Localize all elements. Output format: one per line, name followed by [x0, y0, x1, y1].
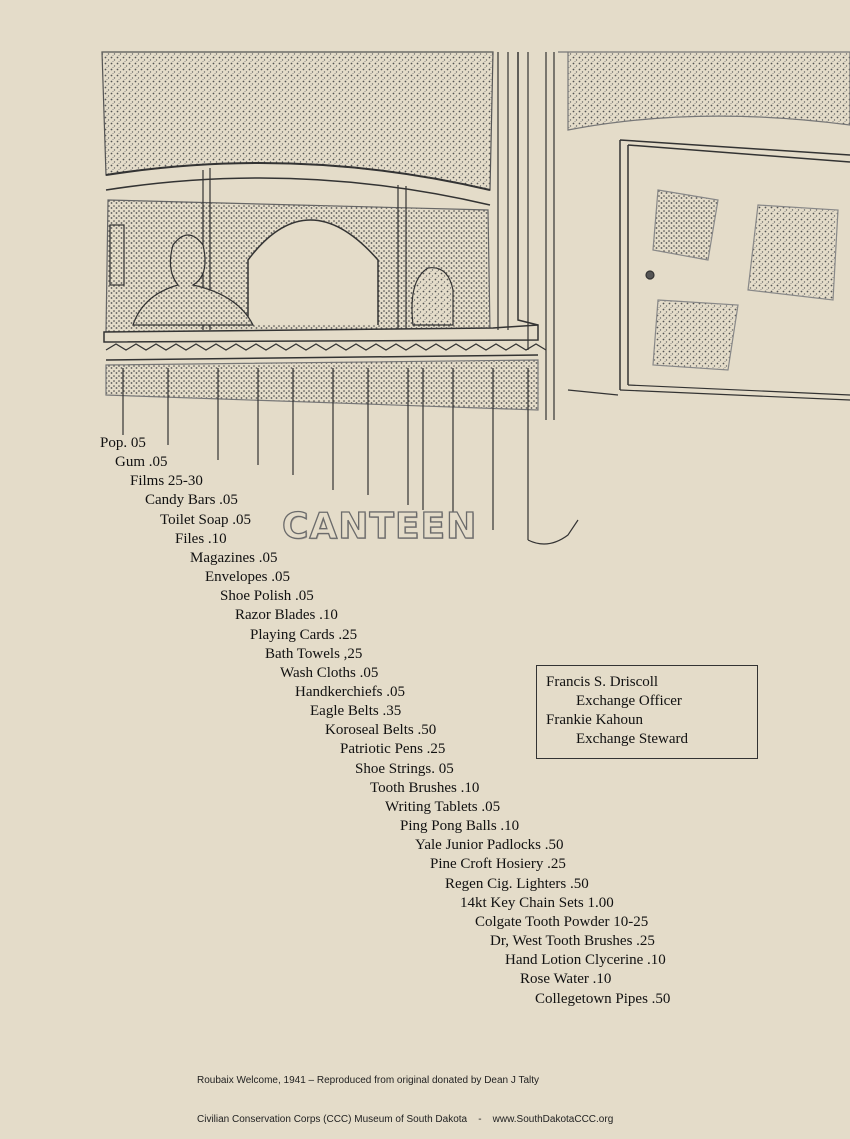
list-item: Regen Cig. Lighters .50 — [445, 876, 589, 892]
list-item: Ping Pong Balls .10 — [400, 818, 520, 834]
list-item: Razor Blades .10 — [235, 607, 338, 623]
footer-credit: Roubaix Welcome, 1941 – Reproduced from … — [197, 1048, 613, 1139]
footer-line-1: Roubaix Welcome, 1941 – Reproduced from … — [197, 1075, 540, 1086]
list-item: Wash Cloths .05 — [280, 665, 379, 681]
list-item: Eagle Belts .35 — [310, 703, 402, 719]
list-item: Shoe Polish .05 — [220, 588, 314, 604]
list-item: Files .10 — [175, 531, 227, 547]
steward-name: Frankie Kahoun — [546, 712, 644, 728]
list-item: Koroseal Belts .50 — [325, 722, 437, 738]
list-item: Patriotic Pens .25 — [340, 741, 446, 757]
list-item: Tooth Brushes .10 — [370, 780, 480, 796]
steward-title: Exchange Steward — [576, 731, 689, 747]
footer-line-2: Civilian Conservation Corps (CCC) Museum… — [197, 1114, 614, 1125]
list-item: Gum .05 — [115, 454, 168, 470]
list-item: Films 25-30 — [130, 473, 203, 489]
list-item: Colgate Tooth Powder 10-25 — [475, 914, 649, 930]
list-item: Pine Croft Hosiery .25 — [430, 856, 566, 872]
list-item: Bath Towels ,25 — [265, 646, 363, 662]
list-item: Yale Junior Padlocks .50 — [415, 837, 564, 853]
list-item: Candy Bars .05 — [145, 492, 238, 508]
officer-title: Exchange Officer — [576, 693, 682, 709]
list-item: Writing Tablets .05 — [385, 799, 501, 815]
canteen-illustration: CANTEEN — [98, 50, 850, 560]
list-item: Pop. 05 — [100, 435, 146, 451]
list-item: Toilet Soap .05 — [160, 512, 252, 528]
list-item: Handkerchiefs .05 — [295, 684, 405, 700]
list-item: Hand Lotion Clycerine .10 — [505, 952, 666, 968]
list-item: 14kt Key Chain Sets 1.00 — [460, 895, 614, 911]
officers-box: Francis S. Driscoll Exchange Officer Fra… — [536, 665, 758, 759]
list-item: Shoe Strings. 05 — [355, 761, 454, 777]
list-item: Dr, West Tooth Brushes .25 — [490, 933, 655, 949]
list-item: Magazines .05 — [190, 550, 278, 566]
list-item: Rose Water .10 — [520, 971, 612, 987]
list-item: Playing Cards .25 — [250, 627, 358, 643]
list-item: Collegetown Pipes .50 — [535, 991, 671, 1007]
officer-name: Francis S. Driscoll — [546, 674, 659, 690]
list-item: Envelopes .05 — [205, 569, 290, 585]
canteen-sign-text: CANTEEN — [281, 506, 478, 547]
